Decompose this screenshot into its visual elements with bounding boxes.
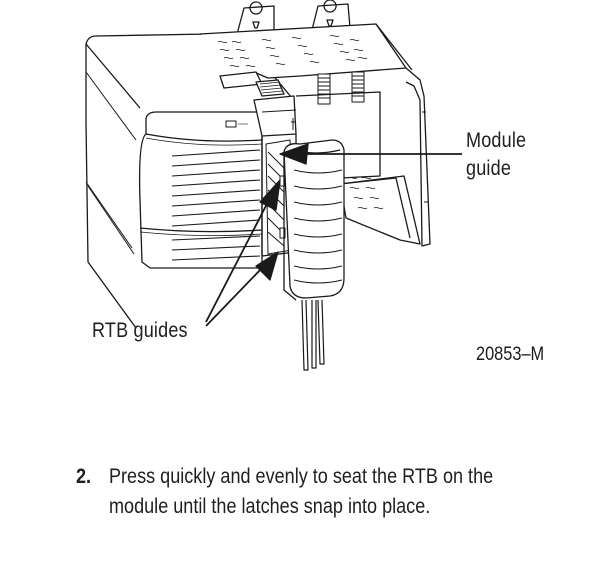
module-guide-arrow <box>279 143 462 165</box>
module-guide-callout: Module guide <box>466 127 526 183</box>
rtb-guides-callout: RTB guides <box>92 319 188 342</box>
rtb-wires <box>301 299 325 371</box>
backplane-connectors <box>317 71 365 105</box>
module-chassis-drawing <box>85 0 462 371</box>
figure-id: 20853–M <box>476 344 545 365</box>
step-text: Press quickly and evenly to seat the RTB… <box>109 462 556 522</box>
step-number: 2. <box>76 465 92 488</box>
step-text-line1: Press quickly and evenly to seat the RTB… <box>109 465 494 488</box>
module-guide-callout-line1: Module <box>466 129 527 152</box>
slot-frame <box>339 67 431 247</box>
power-supply-body <box>85 33 293 329</box>
rtb-guide-arrow-lower <box>205 251 279 327</box>
contact-pattern <box>217 35 368 67</box>
rtb-guide-arrow-upper <box>205 179 281 323</box>
rtb-block <box>283 139 345 301</box>
module-guide-callout-line2: guide <box>466 157 512 180</box>
step-text-line2: module until the latches snap into place… <box>109 495 431 518</box>
illustration-figure: Module guide RTB guides 20853–M <box>85 0 545 371</box>
